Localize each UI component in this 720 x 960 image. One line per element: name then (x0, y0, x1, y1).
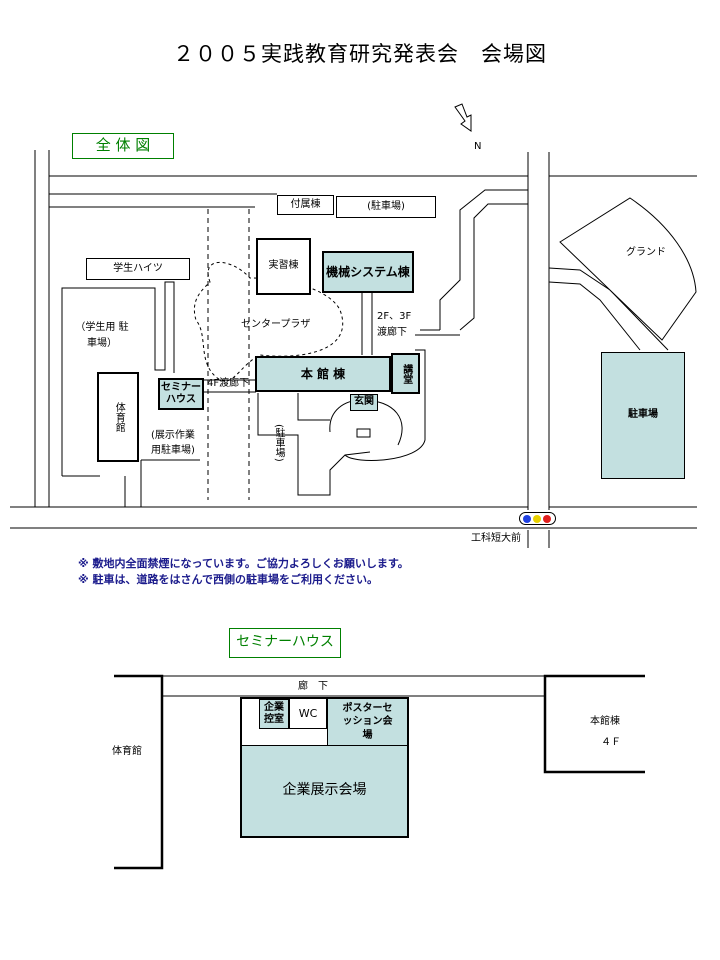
seminar-gym-label: 体育館 (112, 746, 142, 757)
building-annex: 付属棟 (277, 195, 334, 215)
overview-section-label: 全 体 図 (72, 133, 174, 159)
parking-right: 駐車場 (601, 352, 685, 479)
building-lecture-hall: 講堂 (391, 353, 420, 394)
bus-stop-label: 工科短大前 (471, 533, 521, 544)
exhibit-hall: 企業展示会場 (242, 745, 407, 836)
building-practice: 実習棟 (256, 238, 311, 295)
building-entrance: 玄関 (350, 394, 378, 411)
exhibit-parking-label: (展示作業 用駐車場) (151, 430, 195, 456)
parking-vertical-label: (駐車場) (273, 424, 284, 462)
parking-small: (駐車場) (336, 196, 436, 218)
center-plaza-label: センタープラザ (241, 319, 311, 330)
notice-no-smoking: ※ 敷地内全面禁煙になっています。ご協力よろしくお願いします。 (78, 557, 409, 570)
ground-label: グランド (626, 247, 666, 258)
notice-parking: ※ 駐車は、道路をはさんで西側の駐車場をご利用ください。 (78, 573, 378, 586)
building-seminar-house: セミナーハウス (158, 378, 204, 410)
seminar-main-building-label: 本館棟 (590, 716, 620, 727)
traffic-light-icon (519, 512, 556, 525)
poster-session-room: ポスターセッション会 場 (327, 699, 407, 745)
seminar-main-floor-label: ４Ｆ (601, 737, 621, 748)
corridor-label: 廊 下 (298, 681, 328, 692)
company-waiting-room: 企業控室 (259, 699, 289, 729)
seminar-room-block: 企業控室 WC ポスターセッション会 場 企業展示会場 (240, 697, 409, 838)
building-mech-system: 機械システム棟 (322, 251, 414, 293)
building-main: 本 館 棟 (255, 356, 391, 392)
corridor-4f-label: 4F渡廊下 (207, 378, 250, 389)
north-label: N (474, 141, 482, 152)
page-title: ２００５実践教育研究発表会 会場図 (173, 42, 547, 66)
corridor-2f3f-label: 2F、3F 渡廊下 (377, 311, 412, 338)
building-gym: 体育館 (97, 372, 139, 462)
wc-room: WC (289, 699, 327, 729)
seminar-section-label: セミナーハウス (229, 628, 341, 658)
building-student-heights: 学生ハイツ (86, 258, 190, 280)
student-parking-label: （学生用 駐車場） (75, 322, 129, 349)
ground-field-shape (559, 197, 697, 341)
north-arrow-icon (454, 103, 472, 132)
